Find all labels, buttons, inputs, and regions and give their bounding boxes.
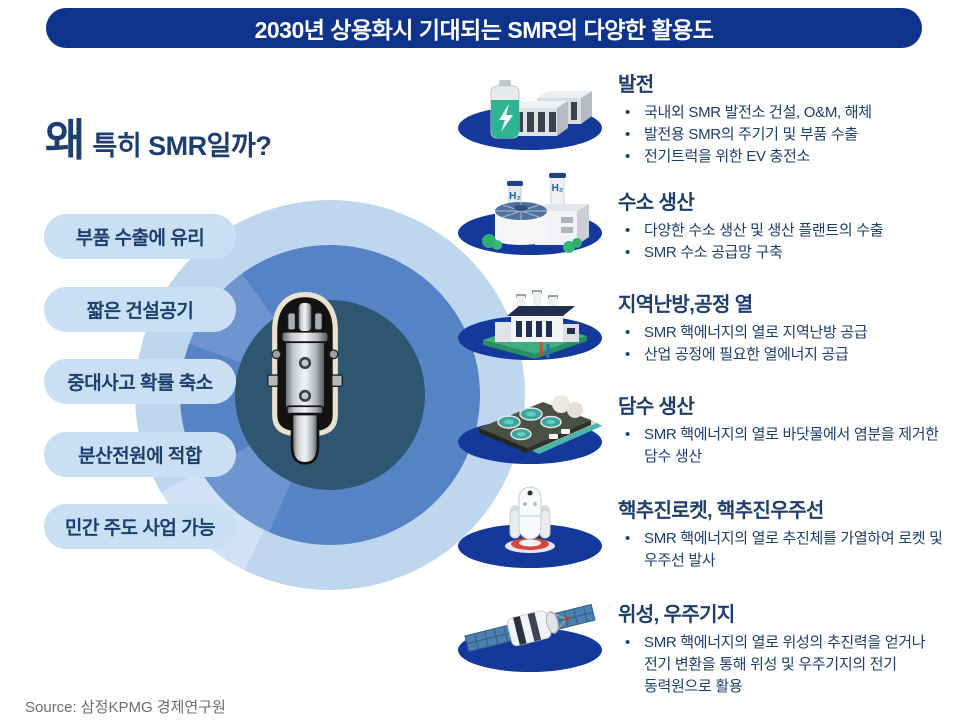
section-title: 지역난방,공정 열: [618, 294, 753, 316]
title-banner: 2030년 상용화시 기대되는 SMR의 다양한 활용도: [46, 8, 922, 48]
section-satellite-space-base: 위성, 우주기지 SMR 핵에너지의 열로 위성의 추진력을 얻거나 전기 변환…: [618, 598, 948, 697]
why-heading-rest: 특히 SMR일까?: [92, 131, 272, 161]
bullet-item: 다양한 수소 생산 및 생산 플랜트의 수출: [618, 220, 948, 242]
bullet-item: 전기트럭을 위한 EV 충전소: [618, 146, 948, 168]
why-heading: 왜 특히 SMR일까?: [45, 104, 272, 168]
bullet-item: 발전용 SMR의 주기기 및 부품 수출: [618, 124, 948, 146]
section-bullets: 다양한 수소 생산 및 생산 플랜트의 수출 SMR 수소 공급망 구축: [618, 220, 948, 264]
why-heading-emphasis: 왜: [45, 116, 85, 165]
benefit-label: 짧은 건설공기: [86, 301, 194, 322]
satellite-icon: [458, 603, 602, 672]
district-heating-plant-icon: [458, 290, 602, 360]
section-bullets: SMR 핵에너지의 열로 위성의 추진력을 얻거나 전기 변환을 통해 위성 및…: [618, 632, 948, 697]
benefit-label: 부품 수출에 유리: [75, 228, 205, 249]
nuclear-rocket-icon: [458, 486, 602, 568]
bullet-item: SMR 핵에너지의 열로 바닷물에서 염분을 제거한 담수 생산: [618, 424, 948, 468]
section-bullets: 국내외 SMR 발전소 건설, O&M, 해체 발전용 SMR의 주기기 및 부…: [618, 102, 948, 167]
bullet-item: SMR 핵에너지의 열로 지역난방 공급: [618, 322, 948, 344]
bullet-item: SMR 핵에너지의 열로 위성의 추진력을 얻거나 전기 변환을 통해 위성 및…: [618, 632, 948, 697]
bullet-item: 국내외 SMR 발전소 건설, O&M, 해체: [618, 102, 948, 124]
hydrogen-plant-icon: H₂ H₂: [458, 172, 602, 255]
benefit-pill-parts-export: 부품 수출에 유리: [44, 214, 236, 259]
benefit-label: 중대사고 확률 축소: [67, 373, 213, 394]
bullet-item: SMR 핵에너지의 열로 추진체를 가열하여 로켓 및 우주선 발사: [618, 528, 948, 572]
bullet-item: 산업 공정에 필요한 열에너지 공급: [618, 344, 948, 366]
source-credit: Source: 삼정KPMG 경제연구원: [25, 699, 226, 716]
section-title: 위성, 우주기지: [618, 604, 735, 626]
page-title: 2030년 상용화시 기대되는 SMR의 다양한 활용도: [254, 17, 714, 43]
benefit-label: 민간 주도 사업 가능: [64, 518, 216, 539]
smr-reactor-icon: [267, 292, 343, 465]
benefit-pill-distributed-power: 분산전원에 적합: [44, 432, 236, 477]
benefit-label: 분산전원에 적합: [78, 446, 202, 467]
benefit-pill-accident-reduction: 중대사고 확률 축소: [44, 359, 236, 404]
section-bullets: SMR 핵에너지의 열로 지역난방 공급 산업 공정에 필요한 열에너지 공급: [618, 322, 948, 366]
section-title: 수소 생산: [618, 192, 695, 214]
desalination-plant-icon: [458, 395, 602, 464]
bullet-item: SMR 수소 공급망 구축: [618, 242, 948, 264]
h2-label: H₂: [509, 191, 521, 202]
section-hydrogen-production: 수소 생산 다양한 수소 생산 및 생산 플랜트의 수출 SMR 수소 공급망 …: [618, 186, 948, 264]
h2-label: H₂: [552, 183, 564, 194]
section-desalination: 담수 생산 SMR 핵에너지의 열로 바닷물에서 염분을 제거한 담수 생산: [618, 390, 948, 468]
section-title: 발전: [618, 74, 654, 96]
power-plant-icon: [458, 80, 602, 150]
section-nuclear-rocket: 핵추진로켓, 핵추진우주선 SMR 핵에너지의 열로 추진체를 가열하여 로켓 …: [618, 494, 948, 572]
section-bullets: SMR 핵에너지의 열로 추진체를 가열하여 로켓 및 우주선 발사: [618, 528, 948, 572]
section-power-generation: 발전 국내외 SMR 발전소 건설, O&M, 해체 발전용 SMR의 주기기 …: [618, 68, 948, 167]
section-bullets: SMR 핵에너지의 열로 바닷물에서 염분을 제거한 담수 생산: [618, 424, 948, 468]
section-district-heating: 지역난방,공정 열 SMR 핵에너지의 열로 지역난방 공급 산업 공정에 필요…: [618, 288, 948, 366]
section-title: 담수 생산: [618, 396, 695, 418]
benefit-pill-short-construction: 짧은 건설공기: [44, 287, 236, 332]
benefit-pill-private-business: 민간 주도 사업 가능: [44, 504, 236, 549]
section-title: 핵추진로켓, 핵추진우주선: [618, 500, 824, 522]
